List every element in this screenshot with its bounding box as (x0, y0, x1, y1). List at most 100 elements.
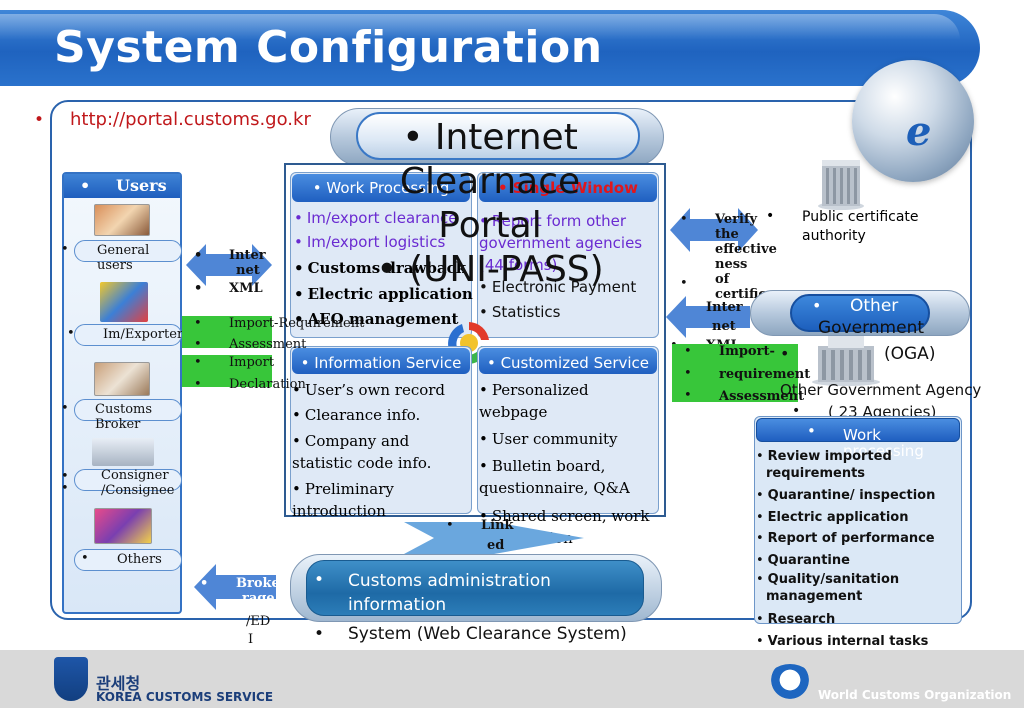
brokerage-line1: Broke (236, 576, 280, 591)
import-requirement-box (182, 316, 272, 348)
oga-pill-inner (790, 294, 930, 332)
work-item: AEO management (294, 308, 459, 330)
customs-admin-bullet: • (314, 570, 325, 590)
right-green-line1: Import- (719, 344, 775, 359)
oga-work-item: Report of performance (756, 528, 960, 550)
oga-work-item: Quality/sanitation management (756, 571, 960, 605)
user-item-consigner[interactable]: • • Consigner /Consignee (61, 468, 182, 498)
internet-xml-right-line1: Inter (706, 300, 743, 315)
portal-title-line4: • (UNI-PASS) (376, 249, 604, 290)
right-green-line3: Assessment (719, 389, 805, 404)
oga-bullet: • (812, 296, 822, 315)
oga-work-item: Review imported requirements (756, 448, 960, 482)
internet-explorer-icon: e (906, 108, 932, 155)
work-item: Customs drawback (294, 257, 467, 279)
single-window-item: Report form other government agencies (4… (479, 210, 665, 276)
customs-broker-image (94, 362, 150, 396)
kcs-shield-icon (54, 657, 88, 701)
oga-line2: Government (818, 318, 925, 338)
work-item: Im/export clearance (294, 207, 458, 229)
import-requirement-text: Import-Requirement (229, 316, 365, 331)
oga-bullet-3: • (792, 403, 801, 419)
oga-work-processing-header: • Work processing (756, 418, 960, 459)
brokerage-arrow-icon (194, 564, 276, 610)
im-exporter-image (100, 282, 148, 322)
url-bullet: • (34, 110, 45, 130)
public-cert-label: Public certificate authority (802, 209, 919, 244)
customized-item: Bulletin board, questionnaire, Q&A (479, 455, 655, 499)
linked-line2: ed (487, 538, 505, 553)
page-title: System Configuration (54, 22, 603, 73)
user-item-others[interactable]: • Others (74, 549, 182, 571)
customized-item: User community (479, 428, 618, 450)
info-item: User’s own record (292, 379, 445, 401)
ship-plane-image (92, 438, 154, 466)
right-green-bullet-1: • (684, 344, 692, 359)
wco-name: World Customs Organization (818, 688, 1012, 702)
portal-url[interactable]: http://portal.customs.go.kr (70, 109, 311, 130)
customs-admin-line2: information (348, 595, 447, 615)
user-item-general[interactable]: • General users (61, 240, 182, 273)
oga-work-item: Quarantine/ inspection (756, 485, 960, 507)
brokerage-line3: /ED (246, 614, 271, 629)
oga-work-item: Research (756, 609, 960, 631)
user-item-customs-broker[interactable]: • Customs Broker (61, 399, 182, 432)
right-requirement-box (672, 344, 798, 402)
right-green-line2: requirement (719, 367, 811, 382)
import-text: Import (229, 355, 275, 370)
oga-bullet-2: • (780, 344, 790, 363)
others-image (94, 508, 152, 544)
customs-admin-bullet-2: • (314, 624, 325, 644)
internet-xml-right-line2: net (712, 319, 736, 334)
customized-service-header: • Customized Service (479, 348, 657, 374)
oga-line3: (OGA) (884, 344, 936, 364)
user-item-im-exporter[interactable]: • Im/Exporter (67, 324, 183, 346)
oga-work-item: Various internal tasks (756, 631, 960, 653)
import-bullet: • (194, 355, 202, 370)
verify-text: Verify the effective ness of certifica (715, 212, 777, 302)
title-bar (0, 10, 980, 86)
government-building-icon (812, 336, 880, 386)
users-header-label: Users (116, 176, 167, 195)
footer-bar (0, 650, 1024, 708)
assessment-text: Assessment (229, 337, 307, 352)
oga-work-item: Electric application (756, 507, 960, 529)
customs-admin-line1: Customs administration (348, 571, 551, 591)
import-declaration-box (182, 355, 272, 387)
brokerage-line2: rage (242, 591, 275, 606)
linked-processing-arrow-icon (404, 522, 584, 554)
verify-double-arrow-icon (670, 208, 758, 252)
portal-title: • Internet Clearnace Portal • (UNI-PASS) (340, 116, 640, 292)
oga-line4: Other Government Agency (780, 381, 982, 399)
kcs-korean-name: 관세청 (96, 674, 141, 693)
verify-bullet-1: • (680, 212, 688, 227)
assessment-bullet: • (194, 337, 202, 352)
customs-admin-pill-inner (306, 560, 644, 616)
work-item: Im/export logistics (294, 231, 445, 253)
information-service-header: • Information Service (292, 348, 470, 374)
brokerage-label: • (200, 576, 209, 591)
building-icon (818, 160, 864, 210)
kcs-english-name: KOREA CUSTOMS SERVICE (96, 690, 274, 704)
oga-line1: Other (850, 296, 899, 316)
users-header: • Users (64, 174, 180, 198)
linked-line1: Link (481, 518, 514, 533)
general-users-image (94, 204, 150, 236)
customized-item: Personalized webpage (479, 379, 609, 423)
info-item: Company and statistic code info. (292, 430, 462, 474)
double-arrow-icon (186, 244, 272, 286)
public-cert-bullet: • (766, 208, 775, 224)
globe-icon (852, 60, 974, 182)
single-window-item: Statistics (479, 301, 561, 323)
customs-admin-line3: System (Web Clearance System) (348, 624, 627, 644)
declaration-text: Declaration (229, 377, 306, 392)
internet-xml-right-arrow-icon (666, 296, 750, 338)
verify-bullet-2: • (680, 276, 688, 291)
work-processing-header: • Work Processing (292, 174, 470, 202)
single-window-header: • Single Window (479, 174, 657, 202)
wco-logo-icon (766, 664, 814, 704)
work-item: Electric application (294, 283, 473, 305)
right-green-bullet-2: • (684, 366, 692, 381)
oga-work-item: Quarantine (756, 550, 960, 572)
import-requirement-label: • (194, 316, 202, 331)
